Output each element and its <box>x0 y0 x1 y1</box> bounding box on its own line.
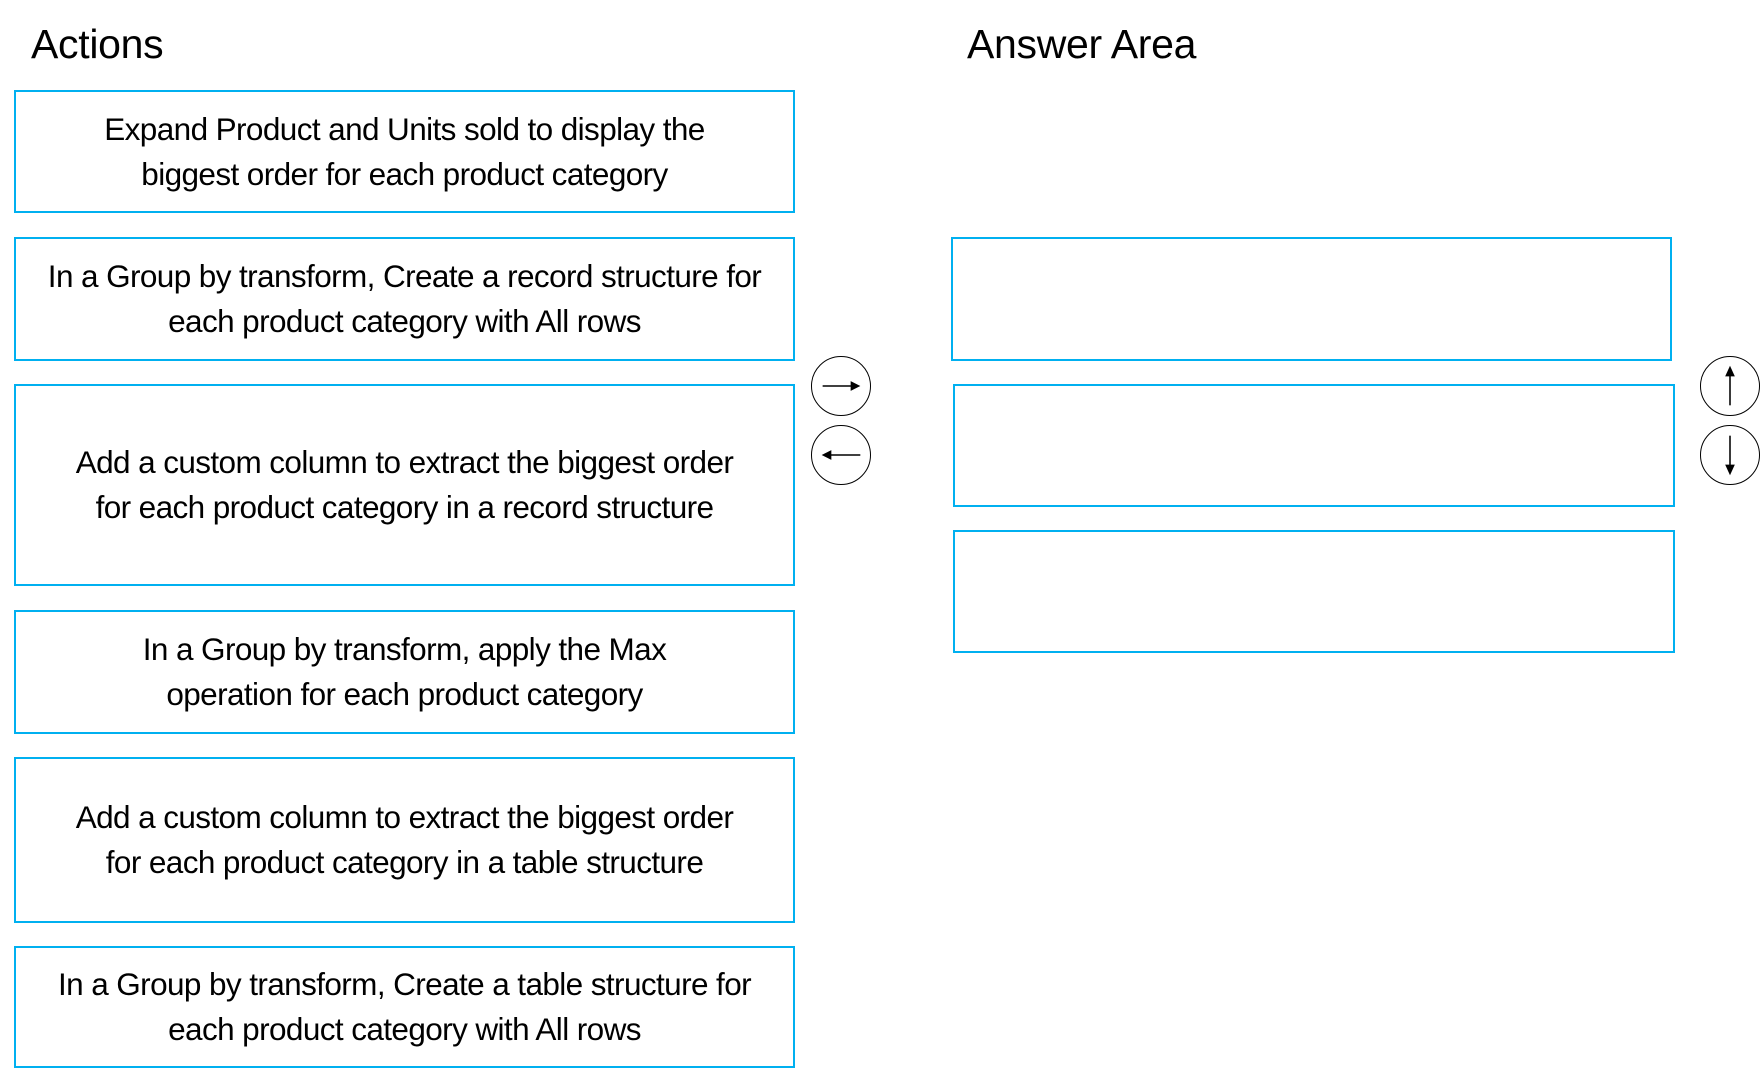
action-item-label: In a Group by transform, apply the Max o… <box>142 631 667 712</box>
actions-heading: Actions <box>31 21 164 67</box>
action-item-label: Expand Product and Units sold to display… <box>104 110 705 192</box>
action-item-label: In a Group by transform, Create a record… <box>47 258 762 339</box>
answer-area-heading: Answer Area <box>967 21 1197 67</box>
action-item[interactable]: Expand Product and Units sold to display… <box>14 90 795 213</box>
answer-slot-3[interactable] <box>953 530 1675 653</box>
arrow-left-icon <box>821 450 861 460</box>
action-item[interactable]: In a Group by transform, Create a record… <box>14 237 795 361</box>
arrow-down-icon <box>1725 435 1735 476</box>
action-item[interactable]: In a Group by transform, Create a table … <box>14 946 795 1068</box>
arrow-up-icon <box>1725 365 1735 406</box>
action-item[interactable]: Add a custom column to extract the bigge… <box>14 384 795 586</box>
action-item[interactable]: Add a custom column to extract the bigge… <box>14 757 795 923</box>
action-item-label: Add a custom column to extract the bigge… <box>75 444 734 525</box>
move-up-button[interactable] <box>1700 356 1760 416</box>
answer-slot-2[interactable] <box>953 384 1675 507</box>
arrow-right-icon <box>822 381 861 391</box>
action-item[interactable]: In a Group by transform, apply the Max o… <box>14 610 795 734</box>
answer-slot-1[interactable] <box>951 237 1672 361</box>
move-down-button[interactable] <box>1700 425 1760 485</box>
move-left-button[interactable] <box>811 425 871 485</box>
move-right-button[interactable] <box>811 356 871 416</box>
action-item-label: Add a custom column to extract the bigge… <box>75 799 734 880</box>
action-item-label: In a Group by transform, Create a table … <box>57 966 752 1047</box>
